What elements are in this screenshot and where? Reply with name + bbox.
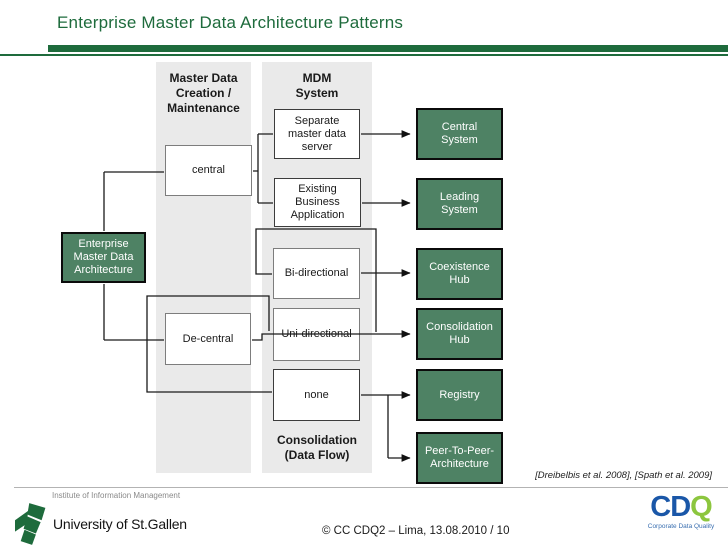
column-header-master-data: Master Data Creation / Maintenance (167, 71, 240, 115)
column-footer-consolidation: Consolidation (Data Flow) (277, 433, 357, 462)
column-header-mdm-system: MDM System (295, 71, 339, 100)
university-logo-icon (15, 503, 46, 545)
node-central: central (165, 145, 252, 196)
node-uni-directional: Uni-directional (273, 308, 360, 361)
slide-footer-copyright: © CC CDQ2 – Lima, 13.08.2010 / 10 (322, 525, 510, 537)
cdq-logo-cd: CD (650, 491, 691, 523)
pattern-coexistence-hub: Coexistence Hub (416, 248, 503, 300)
title-underline (0, 54, 728, 56)
node-bi-directional: Bi-directional (273, 248, 360, 299)
pattern-registry: Registry (416, 369, 503, 421)
node-existing-business-application: Existing Business Application (274, 178, 361, 227)
cdq-tagline: Corporate Data Quality (647, 523, 715, 530)
pattern-leading-system: Leading System (416, 178, 503, 230)
cdq-logo-q: Q (690, 491, 713, 523)
cdq-logo: CDQ Corporate Data Quality (641, 492, 721, 530)
node-de-central: De-central (165, 313, 251, 365)
university-label: University of St.Gallen (53, 516, 187, 532)
node-enterprise-master-data-architecture: Enterprise Master Data Architecture (61, 232, 146, 283)
node-none: none (273, 369, 360, 421)
pattern-consolidation-hub: Consolidation Hub (416, 308, 503, 360)
page-title: Enterprise Master Data Architecture Patt… (57, 13, 404, 32)
pattern-central-system: Central System (416, 108, 503, 160)
pattern-peer-to-peer-architecture: Peer-To-Peer- Architecture (416, 432, 503, 484)
citation-text: [Dreibelbis et al. 2008], [Spath et al. … (535, 470, 712, 481)
column-master-data-creation (156, 62, 251, 473)
node-separate-master-data-server: Separate master data server (274, 109, 360, 159)
title-accent-bar (48, 45, 728, 52)
institute-label: Institute of Information Management (52, 491, 181, 500)
footer-divider (14, 487, 728, 488)
cdq-logo-text: CDQ (641, 492, 721, 522)
